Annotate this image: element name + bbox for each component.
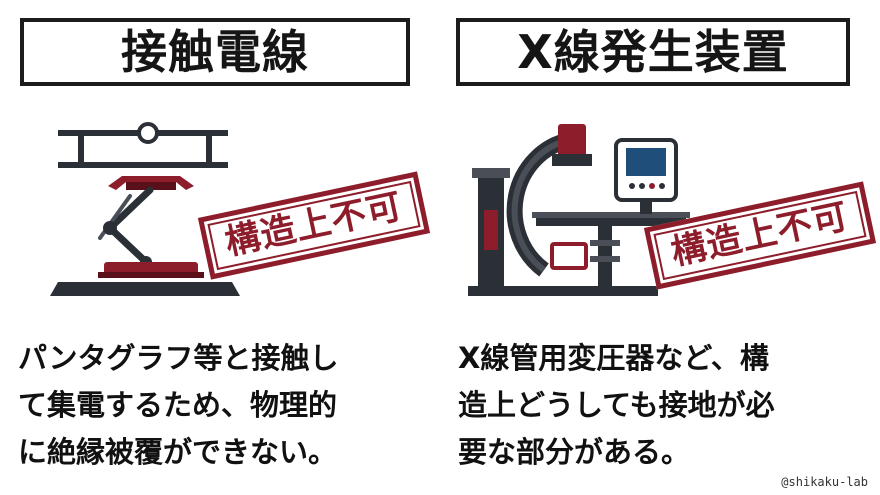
- right-description-line: 造上どうしても接地が必: [458, 388, 775, 422]
- pantograph-icon: [50, 122, 240, 296]
- right-title: X線発生装置: [517, 25, 789, 79]
- left-panel: 接触電線 構造上不可 パンタグラフ等と接触し て集電するため、物理的 に絶縁被覆…: [18, 18, 431, 476]
- left-title-box: 接触電線: [20, 18, 410, 86]
- left-description-line: パンタグラフ等と接触し: [18, 341, 339, 375]
- right-description: X線管用変圧器など、構 造上どうしても接地が必 要な部分がある。: [458, 335, 868, 476]
- credit-text: @shikaku-lab: [781, 475, 868, 489]
- right-description-line: 要な部分がある。: [458, 435, 691, 469]
- right-panel: X線発生装置 構造上不可 X線管用変圧器など、構 造上: [440, 0, 880, 495]
- xray-machine-icon: [468, 124, 690, 296]
- left-description-line: て集電するため、物理的: [18, 388, 338, 422]
- right-description-line: X線管用変圧器など、構: [458, 341, 769, 375]
- left-description: パンタグラフ等と接触し て集電するため、物理的 に絶縁被覆ができない。: [18, 335, 428, 476]
- left-description-line: に絶縁被覆ができない。: [18, 435, 338, 469]
- left-title: 接触電線: [121, 25, 309, 79]
- right-title-box: X線発生装置: [456, 18, 850, 86]
